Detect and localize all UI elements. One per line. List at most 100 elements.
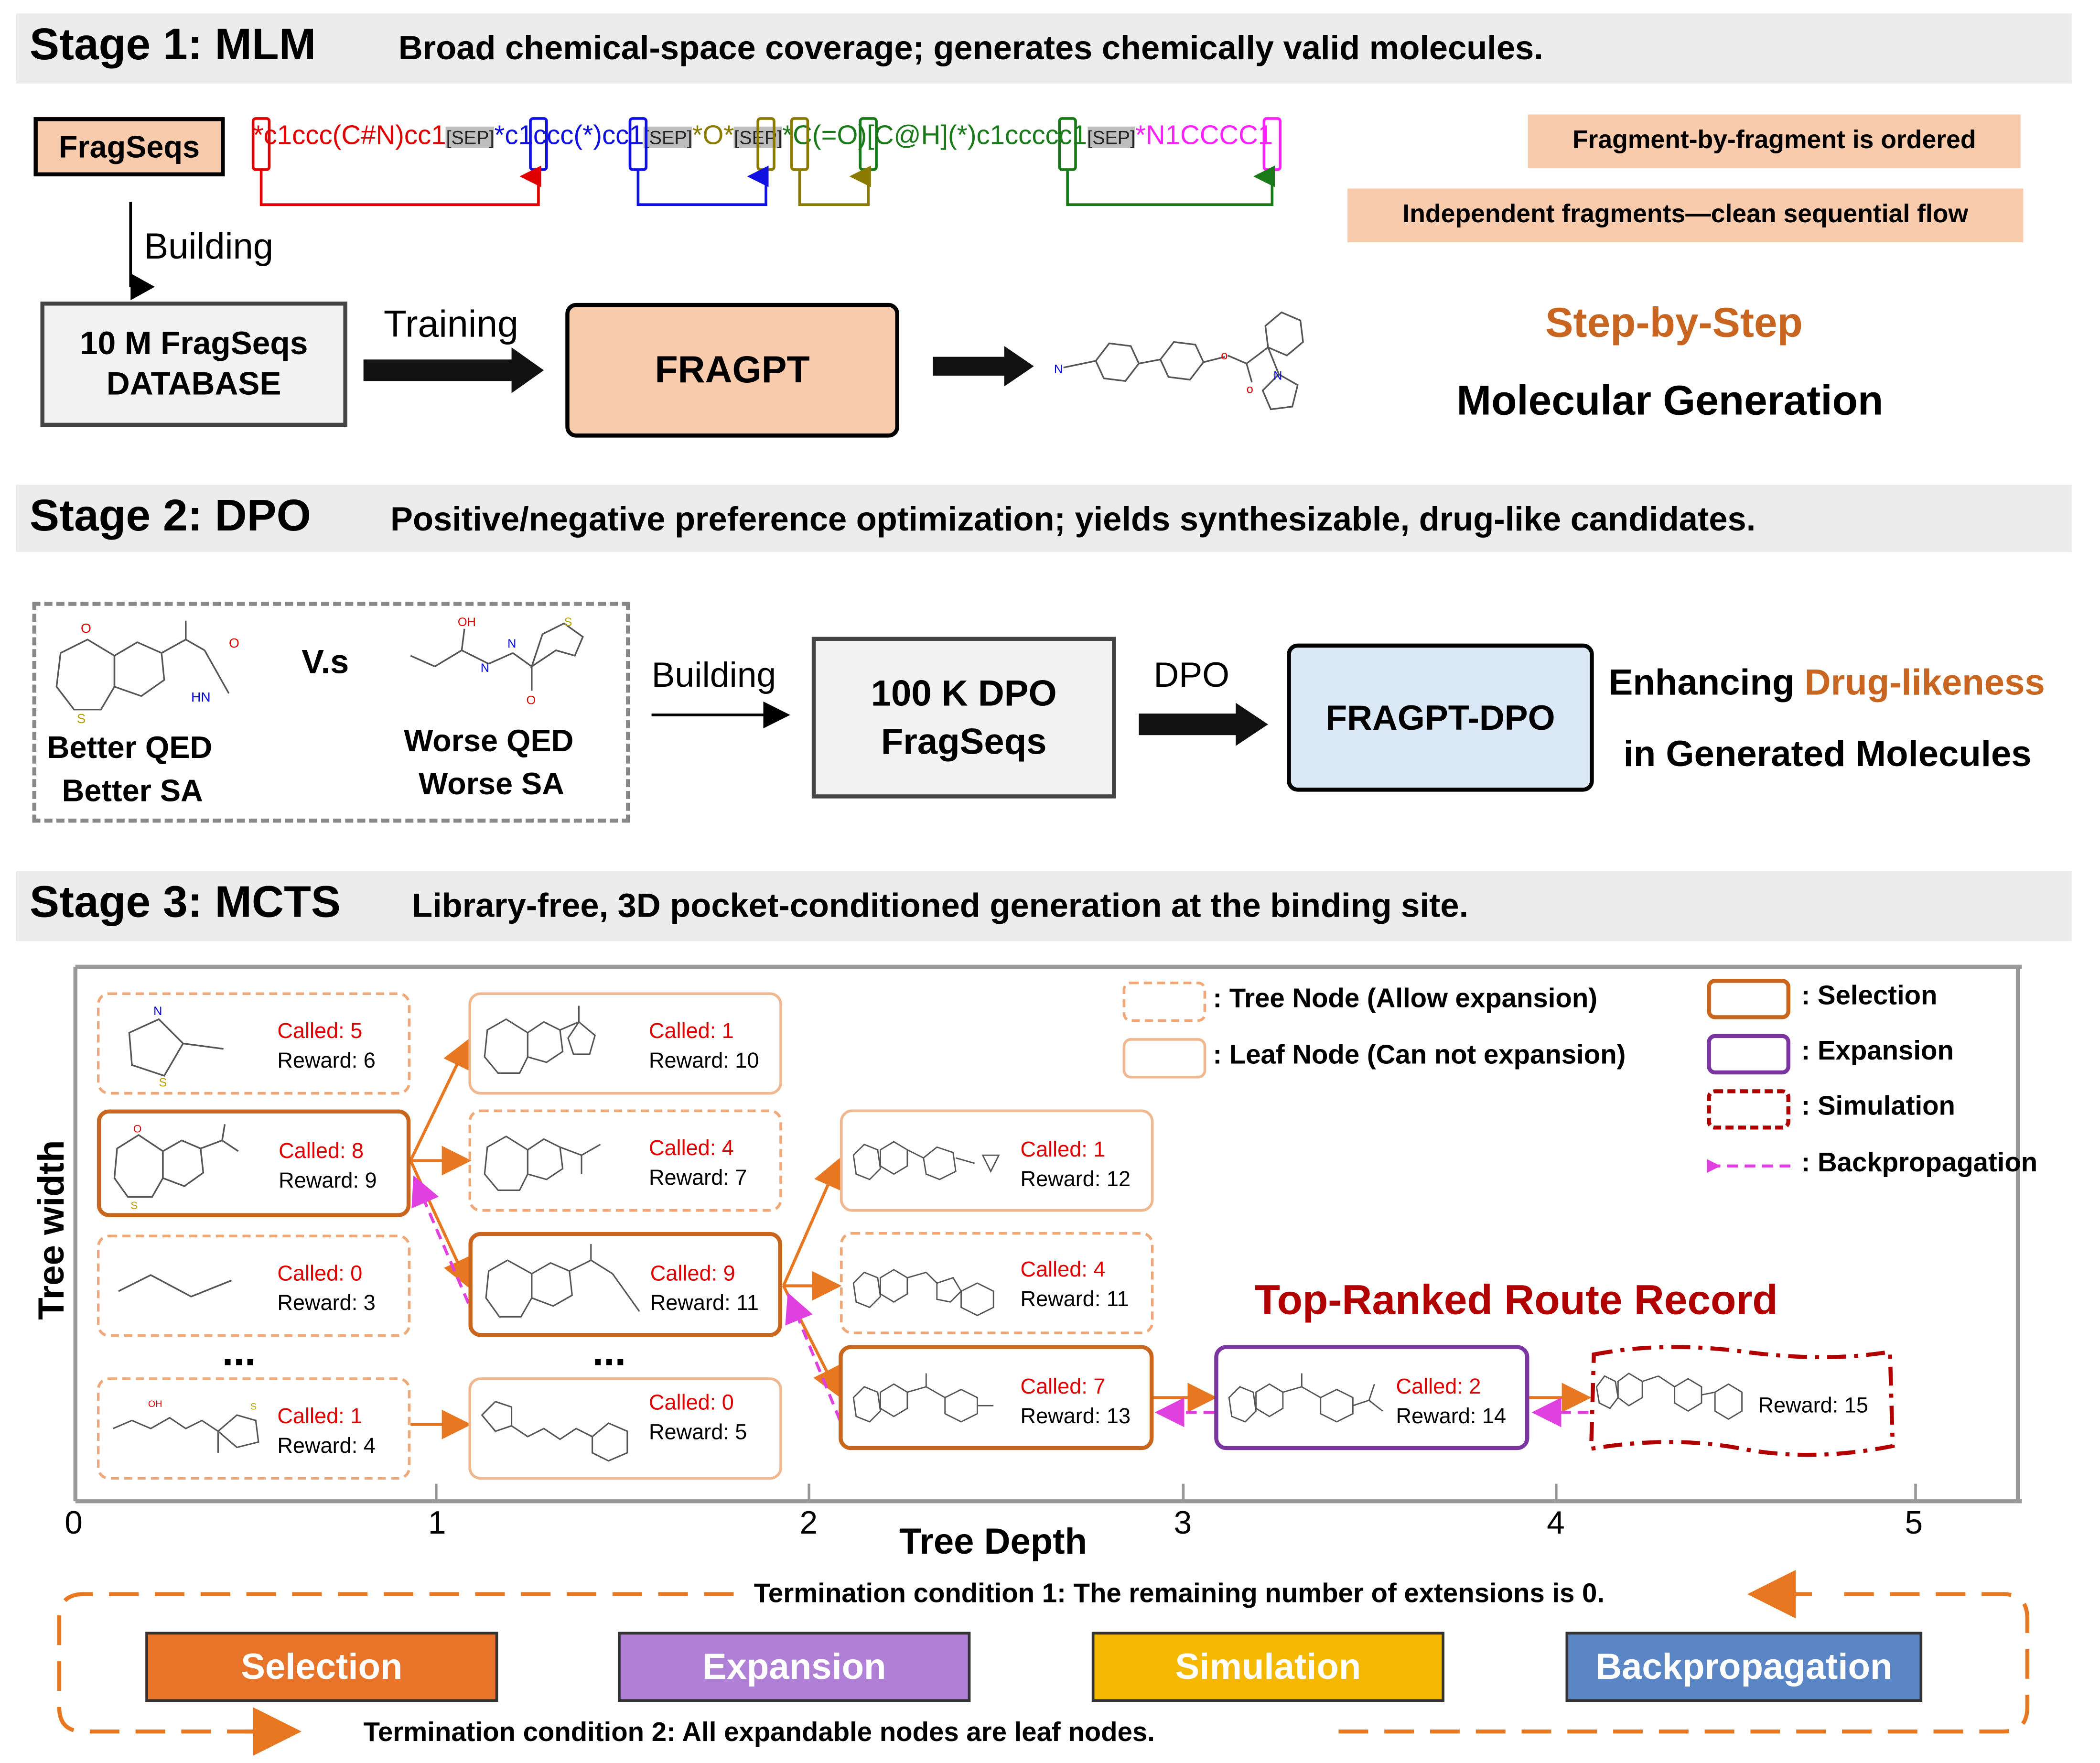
svg-text:S: S	[130, 1200, 138, 1211]
simulation-node[interactable]	[1583, 1338, 1901, 1462]
molecule-thumbnail: O S	[113, 1123, 239, 1211]
called-count: Called: 7	[1020, 1376, 1106, 1399]
seq-attach: *	[1135, 121, 1146, 151]
fragpt-dpo-box: FRAGPT-DPO	[1287, 643, 1594, 792]
ordered-note: Fragment-by-fragment is ordered	[1528, 114, 2021, 169]
stage3-banner	[16, 871, 2072, 941]
xtick: 2	[799, 1505, 818, 1542]
reward-value: Reward: 12	[1020, 1168, 1131, 1192]
seq-separator: [SEP]	[644, 126, 692, 148]
called-count: Called: 0	[648, 1392, 734, 1415]
step-by-step-label: Step-by-Step	[1545, 299, 1803, 346]
molecule-thumbnail	[852, 1269, 994, 1317]
seq-fragment-4a: C(=O)[C@H](	[793, 121, 957, 151]
vs-label: V.s	[302, 643, 349, 681]
seq-fragment-4b: )c1ccccc1	[967, 121, 1088, 151]
reward-value: Reward: 11	[1020, 1288, 1129, 1312]
molecule-thumbnail	[485, 1244, 640, 1318]
stage1-description: Broad chemical-space coverage; generates…	[398, 29, 1543, 67]
svg-text:O: O	[527, 693, 536, 707]
stage1-banner	[16, 13, 2072, 84]
xtick: 5	[1905, 1505, 1923, 1542]
stage2-title: Stage 2: DPO	[29, 490, 311, 540]
ellipsis: ...	[592, 1330, 626, 1375]
seq-fragment-2a: c1ccc(	[505, 121, 583, 151]
termination-loop	[57, 1569, 2030, 1756]
tree-node-selected[interactable]: Called: 7 Reward: 13	[839, 1345, 1154, 1450]
tree-depth-axis-label: Tree Depth	[899, 1521, 1088, 1562]
stage1-title: Stage 1: MLM	[29, 19, 316, 69]
molecular-generation-label: Molecular Generation	[1456, 377, 1884, 424]
svg-text:N: N	[1273, 369, 1282, 382]
reward-value: Reward: 4	[277, 1435, 376, 1459]
training-label: Training	[383, 303, 519, 345]
legend-tree-node-swatch	[1122, 981, 1206, 1022]
xtick: 0	[65, 1505, 83, 1542]
called-count: Called: 9	[650, 1263, 735, 1286]
called-count: Called: 8	[279, 1140, 364, 1164]
fragment-link-arrows	[251, 117, 1282, 206]
seq-separator: [SEP]	[1087, 126, 1136, 148]
tree-width-axis-label: Tree width	[31, 1140, 72, 1320]
reward-value: Reward: 3	[277, 1292, 376, 1316]
reward-value: Reward: 10	[648, 1050, 759, 1073]
better-sa-label: Better SA	[62, 773, 203, 808]
tree-node[interactable]: Called: 4 Reward: 11	[840, 1232, 1154, 1334]
molecule-thumbnail	[118, 1274, 232, 1298]
fragseqs-box: FragSeqs	[33, 117, 225, 177]
molecule-thumbnail	[481, 1401, 628, 1462]
stage3-title: Stage 3: MCTS	[29, 876, 341, 927]
molecule-thumbnail	[1228, 1373, 1383, 1423]
seq-fragment-3: O	[702, 121, 724, 151]
svg-text:S: S	[159, 1076, 167, 1090]
legend-selection-swatch	[1707, 979, 1791, 1019]
worse-molecule: OH N N O S	[410, 616, 584, 707]
leaf-node[interactable]: Called: 0 Reward: 5	[468, 1377, 782, 1480]
reward-value: Reward: 7	[648, 1167, 747, 1190]
legend-simulation-swatch	[1707, 1089, 1791, 1130]
stage2-banner	[16, 485, 2072, 552]
called-count: Called: 0	[277, 1263, 363, 1286]
seq-attach: *	[957, 121, 968, 151]
reward-value: Reward: 6	[277, 1050, 376, 1073]
phase-selection: Selection	[145, 1632, 498, 1702]
dpo-label: DPO	[1153, 654, 1230, 695]
phase-expansion: Expansion	[618, 1632, 971, 1702]
enhancing-label: Enhancing Drug-likeness	[1608, 662, 2045, 703]
termination-condition-2: Termination condition 2: All expandable …	[363, 1718, 1155, 1748]
xtick: 1	[428, 1505, 446, 1542]
molecule-thumbnail	[852, 1373, 994, 1423]
called-count: Called: 4	[1020, 1259, 1106, 1282]
called-count: Called: 1	[1020, 1139, 1106, 1162]
independent-note: Independent fragments—clean sequential f…	[1347, 188, 2024, 243]
worse-sa-label: Worse SA	[419, 766, 565, 801]
stage2-arrows	[651, 701, 1268, 746]
top-ranked-route-title: Top-Ranked Route Record	[1254, 1276, 1778, 1324]
svg-text:S: S	[564, 616, 572, 629]
seq-fragment-5: N1CCCC1	[1146, 121, 1273, 151]
database-box: 10 M FragSeqs DATABASE	[40, 302, 347, 427]
svg-text:o: o	[1221, 349, 1228, 362]
svg-text:S: S	[77, 711, 86, 726]
molecule-thumbnail	[484, 1006, 596, 1074]
svg-text:O: O	[229, 635, 239, 650]
legend-simulation: : Simulation	[1801, 1092, 1955, 1122]
leaf-node[interactable]: Called: 1 Reward: 12	[840, 1109, 1154, 1212]
tree-node[interactable]: Called: 0 Reward: 3	[97, 1234, 411, 1337]
worse-qed-label: Worse QED	[404, 723, 574, 758]
termination-condition-1: Termination condition 1: The remaining n…	[754, 1579, 1605, 1609]
stage2-description: Positive/negative preference optimizatio…	[390, 501, 1756, 539]
svg-text:o: o	[1247, 383, 1253, 396]
reward-value: Reward: 15	[1758, 1395, 1868, 1418]
reward-value: Reward: 5	[648, 1422, 747, 1445]
reward-value: Reward: 13	[1020, 1406, 1131, 1429]
fragseqs-label: FragSeqs	[58, 129, 200, 164]
